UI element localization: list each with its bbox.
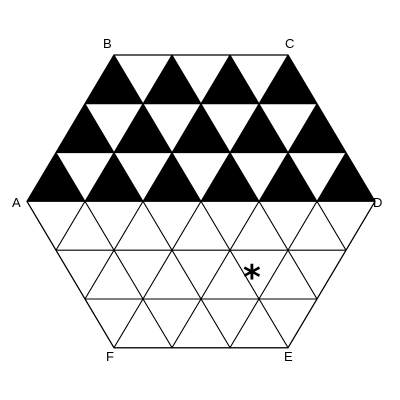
triangle-down-cell: [84, 103, 144, 154]
triangle-down-cell: [113, 152, 173, 202]
triangle-down-cell: [171, 152, 231, 202]
triangle-down-cell: [142, 103, 202, 154]
triangle-cells: [26, 54, 376, 349]
asterisk-marker: *: [243, 258, 261, 298]
vertex-label-c: C: [285, 36, 294, 51]
vertex-label-b: B: [103, 36, 112, 51]
vertex-label-a: A: [12, 195, 21, 210]
triangle-down-cell: [55, 152, 115, 202]
triangle-down-cell: [258, 103, 318, 154]
hexagon-border: [26, 54, 376, 349]
vertex-label-d: D: [373, 195, 382, 210]
triangle-down-cell: [287, 152, 347, 202]
triangle-down-cell: [200, 103, 260, 154]
vertex-label-e: E: [284, 349, 293, 364]
triangle-down-cell: [229, 152, 289, 202]
vertex-label-f: F: [106, 349, 114, 364]
hexagon-outline: [26, 54, 376, 349]
